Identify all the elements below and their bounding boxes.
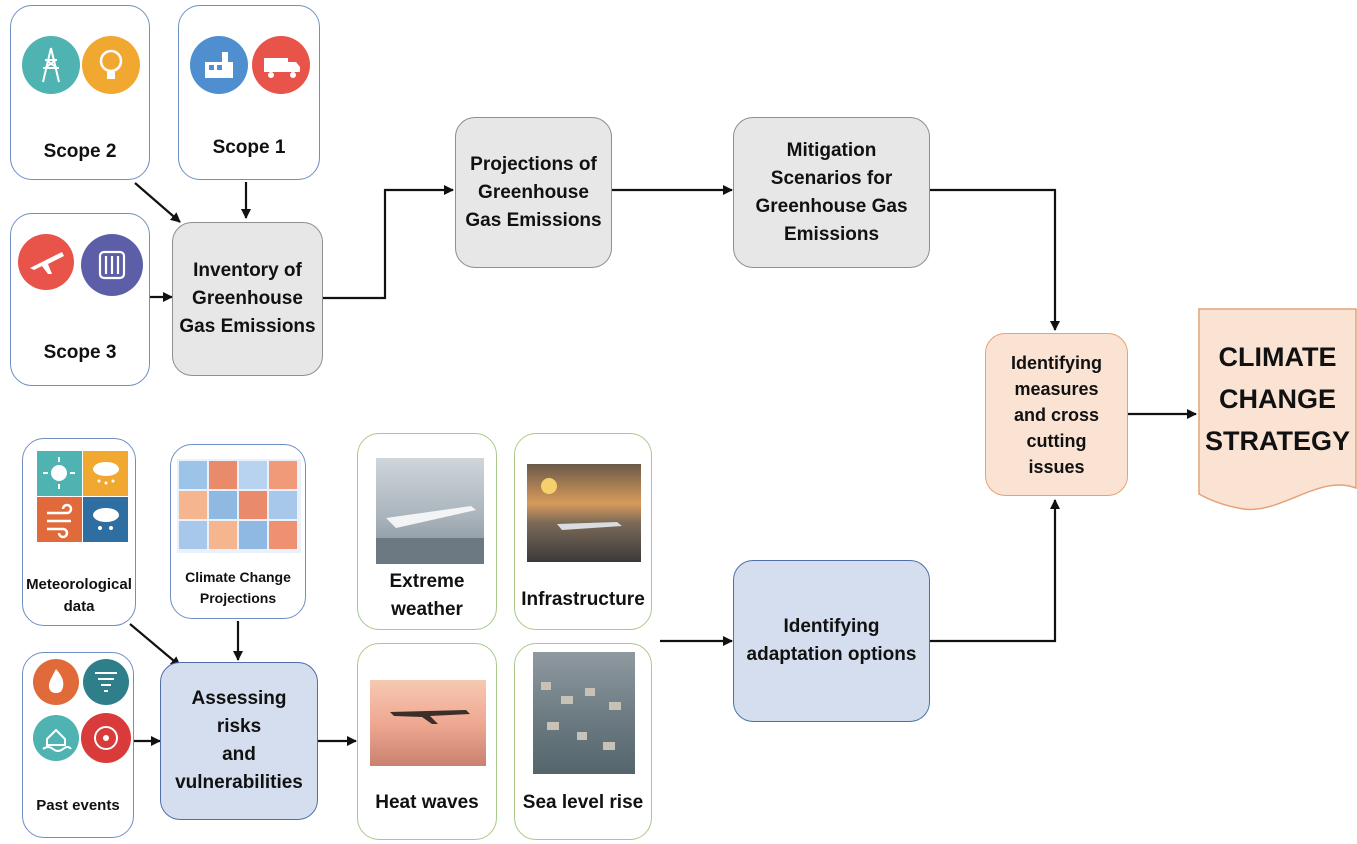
light-bulb-icon <box>82 36 140 94</box>
snow-cloud-icon <box>83 497 128 542</box>
scope3-label: Scope 3 <box>43 342 117 363</box>
scope2-card: Scope 2 <box>10 5 150 180</box>
climate-maps-image <box>177 459 301 553</box>
factory-icon <box>190 36 248 94</box>
infrastructure-label: Infrastructure <box>521 589 645 610</box>
heat-waves-image <box>370 680 486 766</box>
heat-waves-label: Heat waves <box>375 792 479 813</box>
extreme-weather-card: Extreme weather <box>357 433 497 630</box>
infrastructure-image <box>527 464 641 562</box>
scope3-card: Scope 3 <box>10 213 150 386</box>
tornado-icon <box>83 659 129 705</box>
scope1-card: Scope 1 <box>178 5 320 180</box>
rain-cloud-icon <box>83 451 128 496</box>
truck-icon <box>252 36 310 94</box>
extreme-weather-image <box>376 458 484 564</box>
climate-projections-card: Climate Change Projections <box>170 444 306 619</box>
infrastructure-card: Infrastructure <box>514 433 652 630</box>
sun-icon <box>37 451 82 496</box>
meteorological-card: Meteorological data <box>22 438 136 626</box>
climate-change-strategy-label: CLIMATE CHANGE STRATEGY <box>1204 342 1350 456</box>
fire-icon <box>33 659 79 705</box>
sea-level-rise-image <box>533 652 635 774</box>
sea-level-rise-label: Sea level rise <box>522 792 644 813</box>
scope1-label: Scope 1 <box>212 137 286 158</box>
past-events-card: Past events <box>22 652 134 838</box>
climate-change-strategy-shape: CLIMATE CHANGE STRATEGY <box>1198 308 1357 518</box>
scope2-label: Scope 2 <box>43 141 117 162</box>
wind-icon <box>37 497 82 542</box>
assessing-risks-box: Assessing risks and vulnerabilities <box>160 662 318 820</box>
projections-box: Projections of Greenhouse Gas Emissions <box>455 117 612 268</box>
inventory-box: Inventory of Greenhouse Gas Emissions <box>172 222 323 376</box>
sea-level-rise-card: Sea level rise <box>514 643 652 840</box>
identifying-measures-box: Identifying measures and cross cutting i… <box>985 333 1128 496</box>
heat-waves-card: Heat waves <box>357 643 497 840</box>
past-events-label: Past events <box>36 797 120 814</box>
mitigation-box: Mitigation Scenarios for Greenhouse Gas … <box>733 117 930 268</box>
transmission-tower-icon <box>22 36 80 94</box>
flood-icon <box>33 715 79 761</box>
radiator-icon <box>81 234 143 296</box>
meteorological-label: Meteorological data <box>26 576 132 615</box>
extreme-weather-label: Extreme weather <box>389 571 465 620</box>
hail-icon <box>81 713 131 763</box>
airplane-icon <box>18 234 74 290</box>
climate-projections-label: Climate Change Projections <box>185 569 291 606</box>
adaptation-options-box: Identifying adaptation options <box>733 560 930 722</box>
